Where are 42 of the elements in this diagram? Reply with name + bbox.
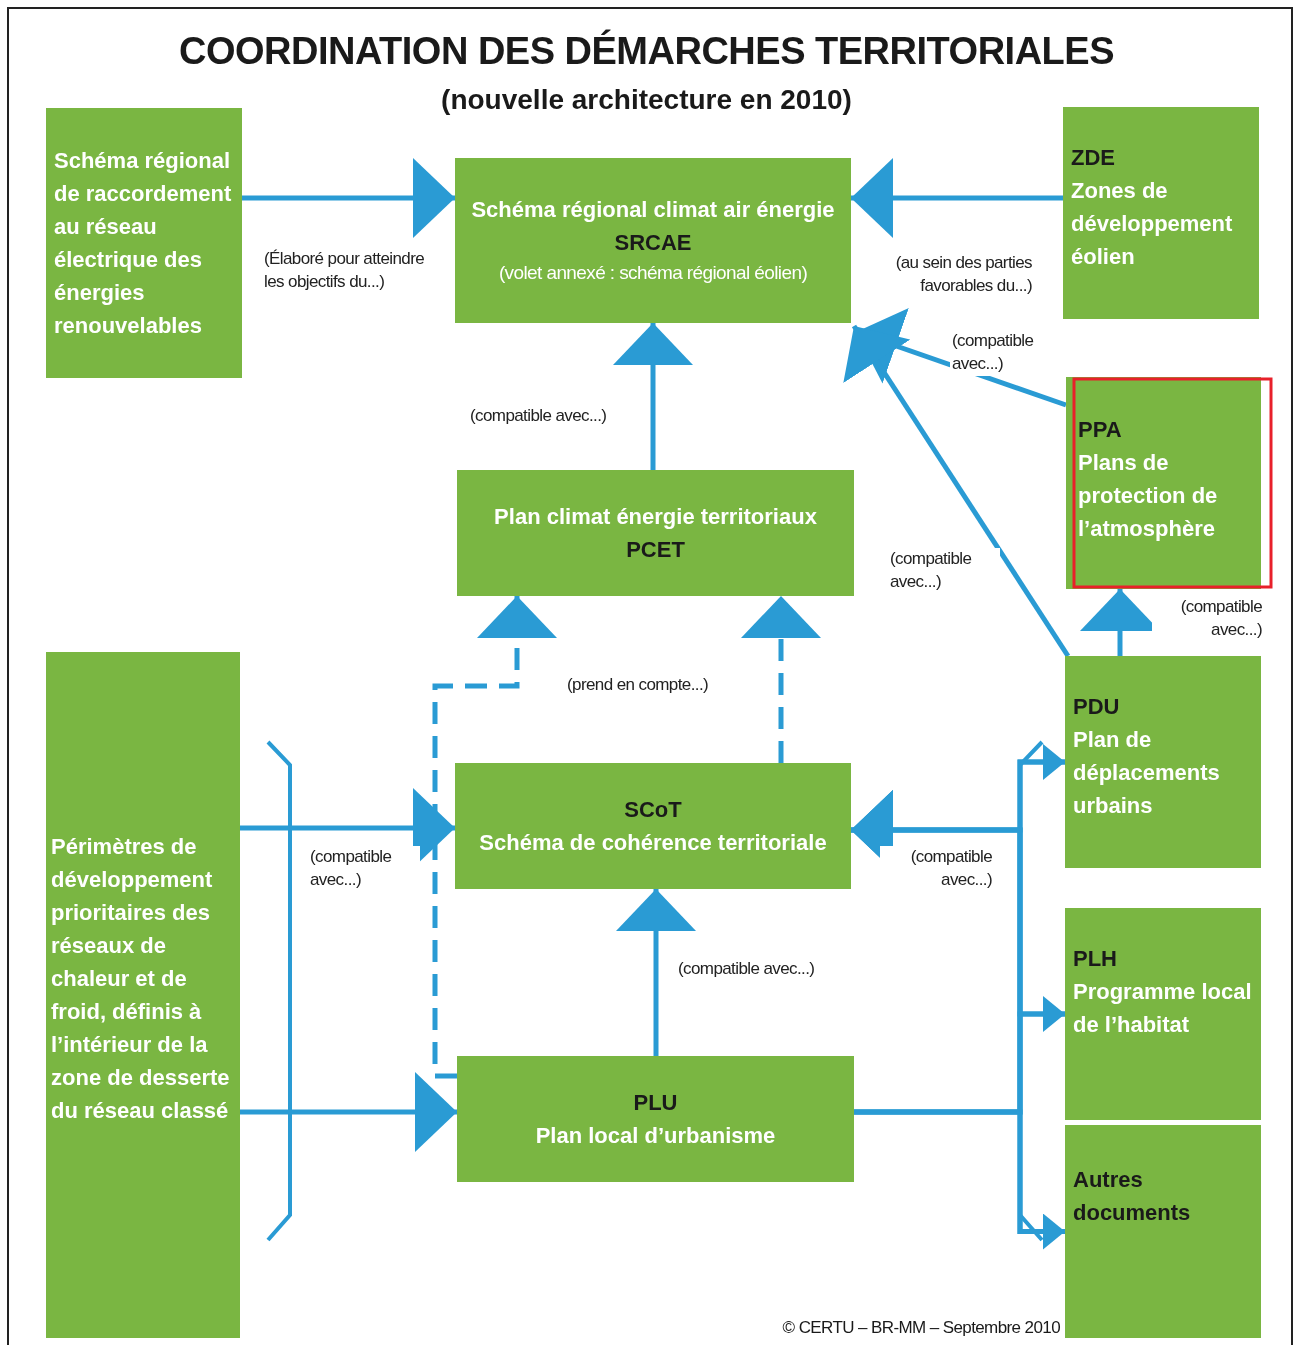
node-text: Plan local d’urbanisme — [534, 1122, 777, 1150]
node-text: Plans de protection de l’atmosphère — [1078, 449, 1219, 543]
arrow — [851, 158, 1063, 238]
node-text: Périmètres de développement prioritaires des réseaux de chaleur et de froid, définis à l’intérieur de la zone de desserte du réseau classé — [51, 832, 231, 1125]
node-text: Schéma de cohérence territoriale — [478, 829, 828, 857]
document-box — [455, 763, 851, 889]
acronym-label: SCoT — [623, 796, 683, 824]
acronym-label: ZDE — [1071, 144, 1116, 172]
acronym-label: Autres documents — [1073, 1166, 1192, 1227]
node-text: Schéma régional climat air énergie — [470, 196, 836, 225]
arrow — [242, 158, 455, 238]
document-box — [1065, 1125, 1261, 1338]
acronym-label: SRCAE — [613, 229, 693, 258]
arrow — [843, 324, 1071, 658]
document-box — [1065, 908, 1261, 1120]
acronym-label: PPA — [1078, 416, 1123, 444]
acronym-label: PCET — [625, 536, 686, 564]
document-box — [457, 1056, 854, 1182]
arrow — [616, 889, 696, 1056]
acronym-label: PLH — [1073, 945, 1118, 973]
node-text: (volet annexé : schéma régional éolien) — [497, 261, 809, 286]
acronym-label: PLU — [632, 1089, 679, 1117]
document-box — [46, 108, 242, 378]
subtitle: (nouvelle architecture en 2010) — [440, 84, 853, 116]
copyright-note: © CERTU – BR-MM – Septembre 2010 — [781, 1318, 1060, 1338]
diagram-title: COORDINATION DES DÉMARCHES TERRITORIALES — [178, 30, 1115, 73]
dashed-arrow — [432, 596, 557, 1079]
document-box — [455, 158, 851, 323]
document-box — [1063, 107, 1259, 319]
document-box — [46, 652, 240, 1338]
node-text: Zones de développement éolien — [1071, 177, 1234, 271]
arrow — [240, 1072, 457, 1152]
node-text: Schéma régional de raccordement au réseau électrique des énergies renouvelables — [54, 147, 233, 340]
document-box — [1065, 656, 1261, 868]
node-text: Programme local de l’habitat — [1073, 978, 1253, 1039]
acronym-label: PDU — [1073, 693, 1121, 721]
node-text: Plan de déplacements urbains — [1073, 726, 1221, 820]
node-text: Plan climat énergie territoriaux — [493, 503, 818, 531]
arrow — [613, 323, 693, 470]
dashed-arrow — [741, 596, 821, 763]
arrow — [854, 1109, 1065, 1250]
document-box — [457, 470, 854, 596]
